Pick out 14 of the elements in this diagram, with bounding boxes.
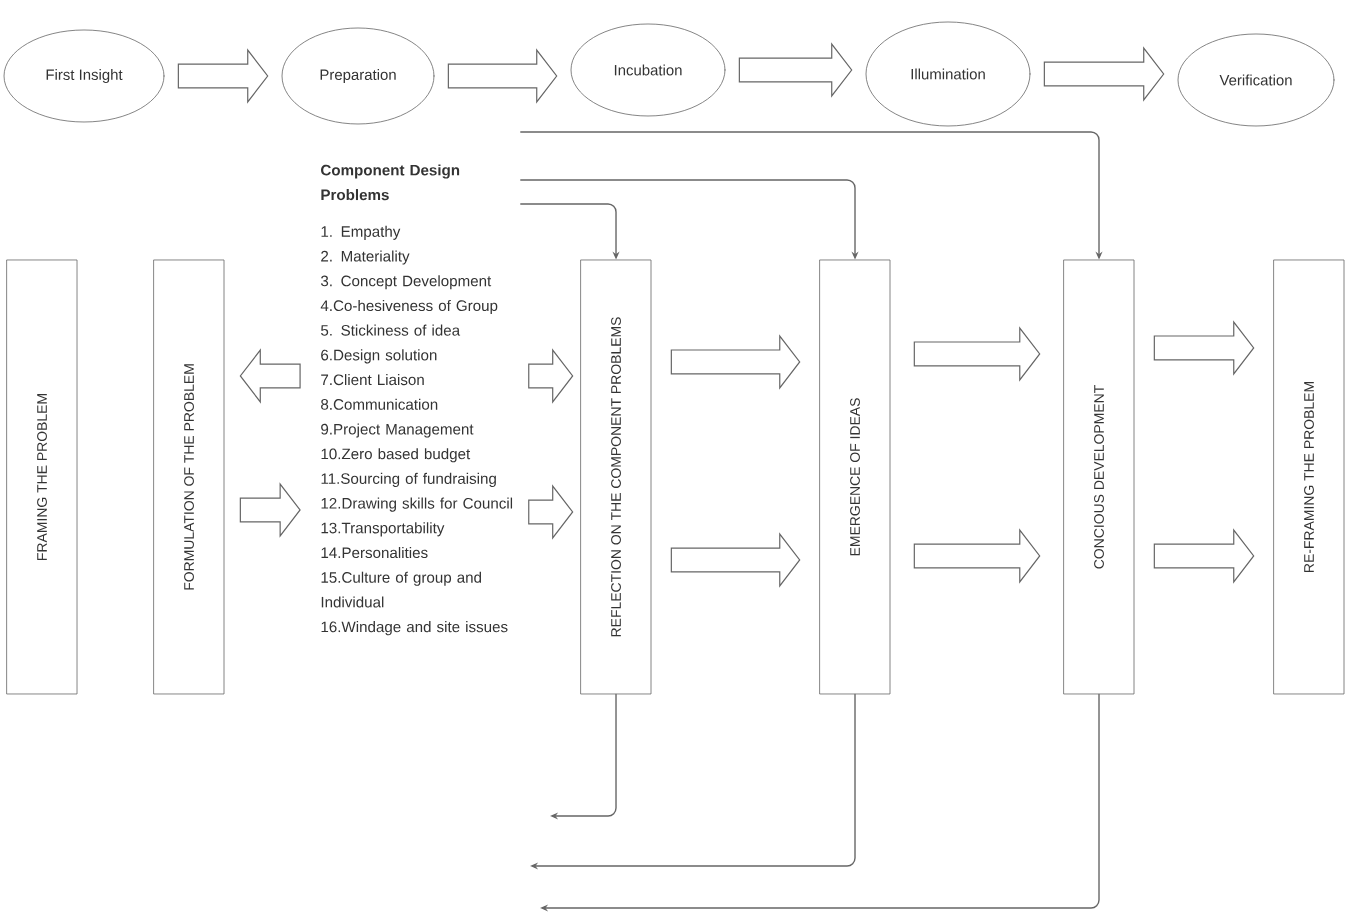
block-arrow	[239, 348, 301, 404]
block-arrow	[913, 528, 1041, 584]
block-arrow	[177, 48, 269, 104]
block-arrow	[239, 482, 301, 538]
block-arrow	[670, 334, 801, 390]
block-arrow	[1153, 320, 1255, 376]
block-arrow	[528, 348, 574, 404]
block-arrow	[1043, 46, 1165, 102]
block-arrow	[913, 326, 1041, 382]
block-arrow	[670, 532, 801, 588]
block-arrow	[738, 42, 853, 98]
block-arrow	[528, 484, 574, 540]
block-arrow	[1153, 528, 1255, 584]
block-arrow	[447, 48, 558, 104]
